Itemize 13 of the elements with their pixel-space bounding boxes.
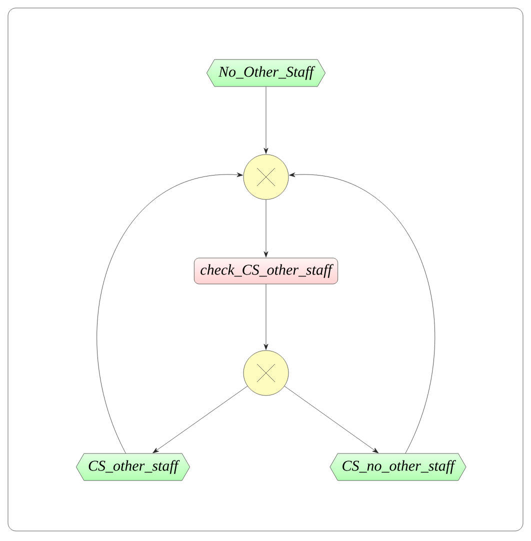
arrow bbox=[284, 386, 379, 454]
arrow bbox=[97, 172, 243, 454]
arrow bbox=[264, 86, 268, 154]
function-box: check_CS_other_staff bbox=[194, 258, 338, 284]
event-hexagon: CS_no_other_staff bbox=[330, 453, 466, 481]
event-hexagon: CS_other_staff bbox=[76, 453, 190, 481]
arrow bbox=[264, 200, 268, 258]
arrow bbox=[264, 284, 268, 350]
arrow bbox=[152, 386, 248, 454]
xor-connector bbox=[243, 350, 289, 396]
arrow bbox=[289, 172, 435, 454]
event-hexagon: No_Other_Staff bbox=[206, 59, 326, 87]
xor-connector bbox=[243, 154, 289, 200]
